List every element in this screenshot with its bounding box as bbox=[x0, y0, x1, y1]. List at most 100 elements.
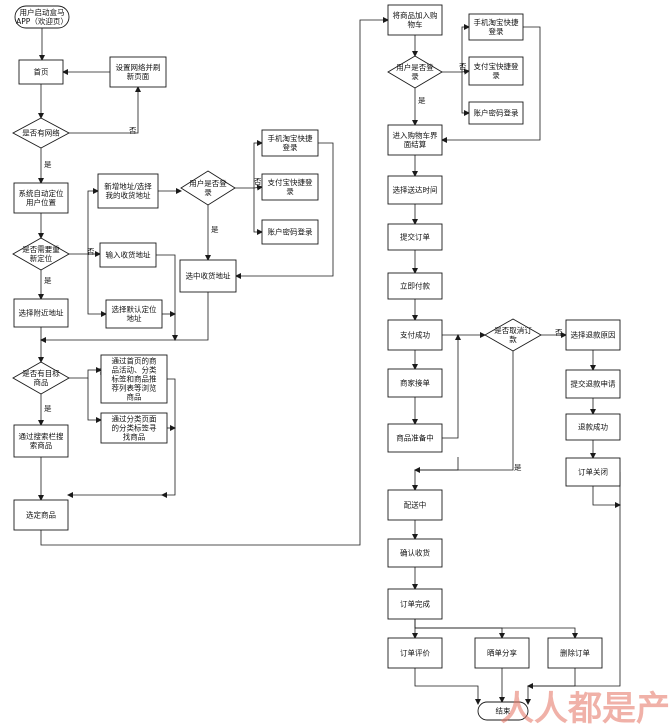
node-delete: 删除订单 bbox=[547, 637, 603, 669]
edge-label-yes: 是 bbox=[514, 463, 522, 472]
node-merchant: 商家接单 bbox=[387, 368, 443, 398]
node-label: 的分类标签寻 bbox=[112, 423, 157, 433]
node-label: 支付宝快捷登 bbox=[474, 61, 519, 71]
node-label: 立即付款 bbox=[400, 281, 430, 291]
node-shape bbox=[387, 538, 443, 568]
node-shape bbox=[387, 489, 443, 521]
node-shape bbox=[565, 457, 621, 487]
node-shape bbox=[179, 259, 237, 293]
node-shape bbox=[477, 701, 529, 721]
node-shape bbox=[180, 170, 236, 206]
node-label: 我的收货地址 bbox=[106, 190, 151, 200]
node-share: 晒单分享 bbox=[474, 637, 530, 669]
node-end: 结束 bbox=[477, 701, 529, 721]
node-label: 选定商品 bbox=[26, 510, 56, 520]
watermark: 人人都是产品经理 bbox=[500, 689, 669, 728]
node-shape bbox=[261, 173, 319, 201]
node-shape bbox=[97, 173, 159, 209]
node-shape bbox=[565, 413, 621, 441]
node-label: 录 bbox=[492, 71, 500, 80]
node-shape bbox=[14, 5, 70, 29]
node-label: 订单评价 bbox=[400, 648, 430, 658]
node-confirm: 确认收货 bbox=[387, 538, 443, 568]
node-label: 款 bbox=[509, 334, 517, 344]
node-label: 通过分类页面 bbox=[112, 414, 157, 424]
node-shape bbox=[387, 175, 443, 205]
node-label: 确认收货 bbox=[400, 548, 430, 558]
node-label: 登录 bbox=[489, 26, 504, 36]
edge-connector bbox=[87, 254, 107, 317]
node-shape bbox=[109, 56, 167, 88]
node-label: 提交订单 bbox=[400, 232, 430, 242]
node-label: 新增地址/选择 bbox=[104, 181, 152, 191]
node-preparing: 商品准备中 bbox=[387, 423, 443, 453]
edge-label-no: 否 bbox=[459, 62, 467, 71]
node-label: 设置网络并刷 bbox=[116, 62, 161, 72]
node-reason: 选择退款原因 bbox=[565, 319, 621, 351]
node-label: 订单完成 bbox=[400, 599, 430, 609]
node-label: 选择退款原因 bbox=[571, 330, 616, 340]
node-shape bbox=[387, 55, 443, 89]
node-label: 首页 bbox=[34, 67, 49, 77]
node-label: 选中收货地址 bbox=[186, 271, 231, 281]
node-label: 录 bbox=[204, 188, 212, 197]
edge-connector bbox=[441, 26, 541, 143]
edge-label-yes: 是 bbox=[44, 160, 52, 169]
node-label: 通过搜索栏搜 bbox=[19, 431, 64, 441]
node-shape bbox=[468, 101, 524, 125]
node-shape bbox=[387, 319, 443, 351]
node-shape bbox=[468, 56, 524, 86]
edge-connector bbox=[69, 367, 102, 379]
edge-label-yes: 是 bbox=[44, 404, 52, 413]
edge-connector bbox=[69, 188, 99, 255]
node-label: 选择默认定位 bbox=[112, 304, 157, 314]
node-label: 面结算 bbox=[404, 139, 427, 149]
node-label: 账户密码登录 bbox=[268, 227, 313, 237]
node-label: 录 bbox=[411, 72, 419, 81]
edge-connector bbox=[40, 17, 389, 546]
edge-label-yes: 是 bbox=[211, 225, 219, 234]
node-label: 将商品加入购 bbox=[393, 10, 438, 20]
node-select-addr: 选中收货地址 bbox=[179, 259, 237, 293]
node-pick: 选定商品 bbox=[13, 499, 69, 531]
node-refund-req: 提交退款申请 bbox=[565, 369, 621, 399]
node-label: 用户是否登 bbox=[396, 62, 434, 72]
node-shape bbox=[387, 423, 443, 453]
edge-label-no: 否 bbox=[87, 247, 95, 256]
node-shape bbox=[12, 117, 70, 149]
node-label: 是否有网络 bbox=[22, 128, 60, 138]
node-label: 物车 bbox=[408, 19, 423, 29]
node-delivering: 配送中 bbox=[387, 489, 443, 521]
node-label: 系统自动定位 bbox=[19, 188, 64, 198]
edge-connector bbox=[253, 188, 263, 235]
node-label: 用户启动盒马 bbox=[20, 7, 65, 17]
node-shape bbox=[100, 412, 168, 444]
node-label: 索商品 bbox=[30, 440, 53, 450]
node-label: 录 bbox=[286, 187, 294, 196]
node-label: 标签和商品推 bbox=[112, 374, 157, 384]
node-shape bbox=[468, 13, 524, 41]
edge-connector bbox=[253, 184, 263, 191]
node-shape bbox=[13, 499, 69, 531]
nodes: 用户启动盒马APP（欢迎页）首页设置网络并刷新页面是否有网络系统自动定位用户位置… bbox=[12, 4, 621, 721]
node-shape bbox=[387, 368, 443, 398]
node-shape bbox=[12, 361, 70, 395]
node-refund-ok: 退款成功 bbox=[565, 413, 621, 441]
node-label: 退款成功 bbox=[578, 422, 608, 432]
node-label: 通过首页的商 bbox=[112, 356, 157, 366]
node-label: 配送中 bbox=[404, 500, 427, 510]
